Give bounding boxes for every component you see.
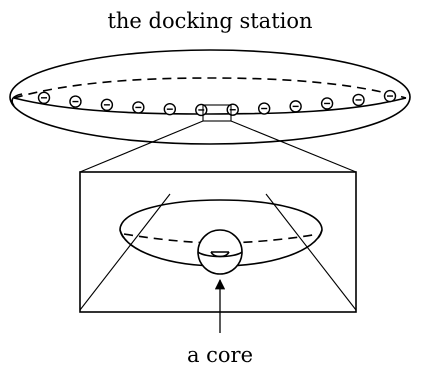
projection-line-right [230,120,357,173]
station-ring-back-edge [13,77,407,99]
station-core-bead [132,101,145,114]
station-core-bead [37,91,51,105]
station-core-bead [352,93,365,107]
magnified-core-socket [210,251,230,258]
diagram-title: the docking station [107,9,312,33]
station-core-bead [257,102,271,115]
inset-perspective-line-right [265,193,357,311]
station-ring [9,49,411,145]
station-core-bead [383,89,397,103]
projection-line-left [79,120,204,173]
inset-disc-rim-left [119,229,125,239]
station-core-bead [100,98,114,112]
station-core-bead [195,103,208,117]
station-outer-ellipse [9,49,411,145]
station-ring-left-hook [11,93,23,107]
station-cores [37,89,397,117]
zoom-source-box [202,104,232,122]
inset-disc-top [119,199,323,231]
station-core-bead [163,102,177,116]
station-ring-front-edge [13,97,407,115]
zoom-inset-box [79,171,357,313]
inset-perspective-line-left [79,193,171,311]
magnified-core [197,229,243,275]
station-core-bead [320,97,334,110]
station-core-bead [226,103,239,116]
core-label: a core [187,343,253,367]
station-core-bead [289,100,302,113]
inset-disc-rim-right [317,229,323,239]
station-core-bead [69,95,82,108]
